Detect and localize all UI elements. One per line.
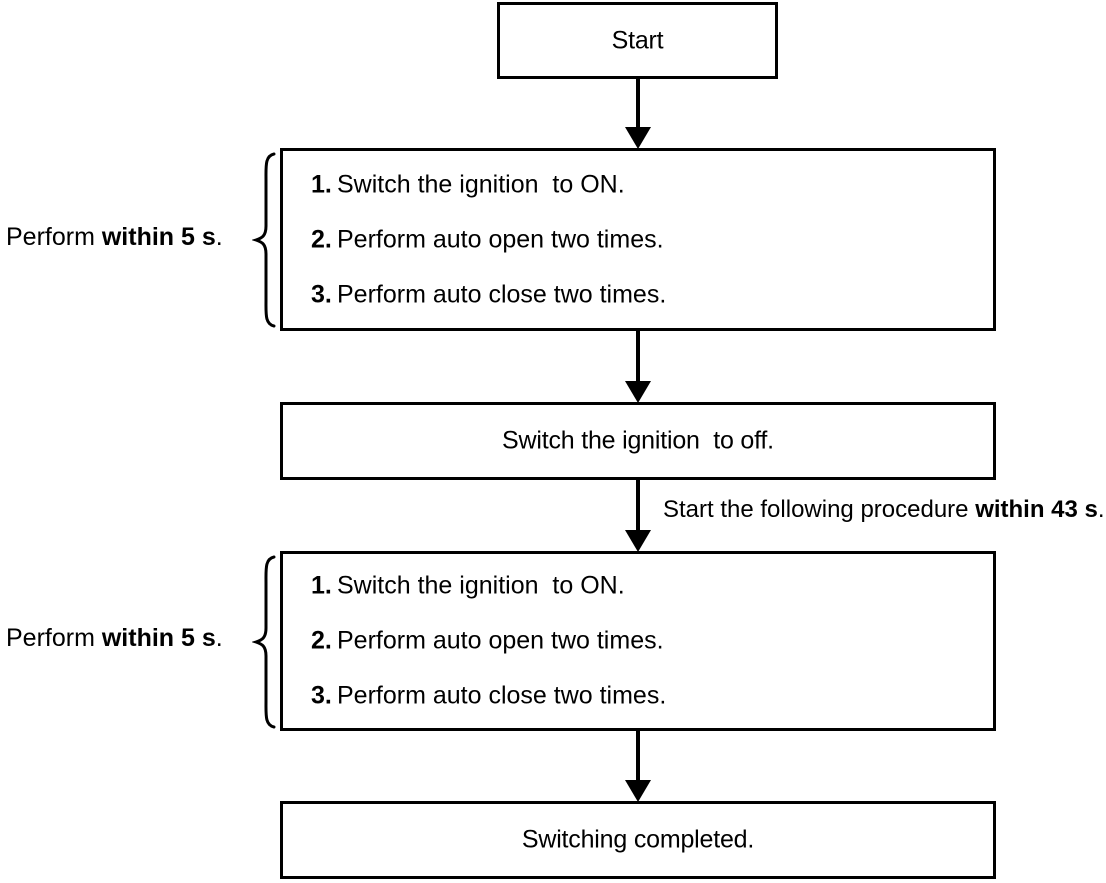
procedure-1-step-list: 1. Switch the ignition to ON. 2. Perform… [311,172,666,307]
completed-box-label: Switching completed. [521,825,755,854]
label-suffix: . [215,624,223,652]
step-number: 3. [311,280,332,308]
connector-shaft [636,480,640,532]
note-bold-part: within 43 s [975,496,1098,523]
step-item: 2. Perform auto open two times. [311,626,666,655]
start-following-procedure-note: Start the following procedure within 43 … [663,496,1105,523]
ignition-off-box-label: Switch the ignition to off. [502,426,774,455]
step-text: Perform auto open two times. [337,225,664,253]
label-bold-part: within 5 s [101,223,216,251]
step-item: 1. Switch the ignition to ON. [311,571,666,600]
step-item: 1. Switch the ignition to ON. [311,172,666,197]
step-text: Switch the ignition to ON. [337,571,625,600]
label-bold-part: within 5 s [101,624,216,652]
step-number: 1. [311,571,332,600]
curly-brace-icon-bottom [252,553,278,731]
arrow-head-icon [625,127,651,149]
note-prefix: Start the following procedure [663,496,976,523]
step-text: Switch the ignition to ON. [337,170,625,198]
connector-shaft [636,731,640,782]
start-box-label: Start [611,25,664,54]
curly-brace-icon-top [252,150,278,330]
label-prefix: Perform [6,624,102,652]
step-item: 3. Perform auto close two times. [311,282,666,307]
connector-shaft [636,331,640,383]
perform-within-5s-label-bottom: Perform within 5 s. [6,624,223,653]
step-number: 3. [311,681,332,710]
ignition-off-box: Switch the ignition to off. [280,402,996,480]
label-prefix: Perform [6,223,102,251]
procedure-2-step-list: 1. Switch the ignition to ON. 2. Perform… [311,571,667,710]
completed-box: Switching completed. [280,801,996,879]
step-number: 2. [311,225,332,253]
step-number: 1. [311,170,332,198]
arrow-head-icon [625,780,651,802]
step-text: Perform auto close two times. [337,681,667,710]
step-item: 2. Perform auto open two times. [311,227,666,252]
step-text: Perform auto open two times. [337,626,664,655]
step-text: Perform auto close two times. [337,280,667,308]
step-number: 2. [311,626,332,655]
procedure-box-1: 1. Switch the ignition to ON. 2. Perform… [280,148,996,331]
perform-within-5s-label-top: Perform within 5 s. [6,223,223,252]
arrow-head-icon [625,381,651,403]
arrow-head-icon [625,530,651,552]
label-suffix: . [215,223,223,251]
step-item: 3. Perform auto close two times. [311,681,667,710]
procedure-box-2: 1. Switch the ignition to ON. 2. Perform… [280,551,996,731]
connector-shaft [636,79,640,129]
start-box: Start [497,2,778,79]
note-suffix: . [1097,496,1105,523]
